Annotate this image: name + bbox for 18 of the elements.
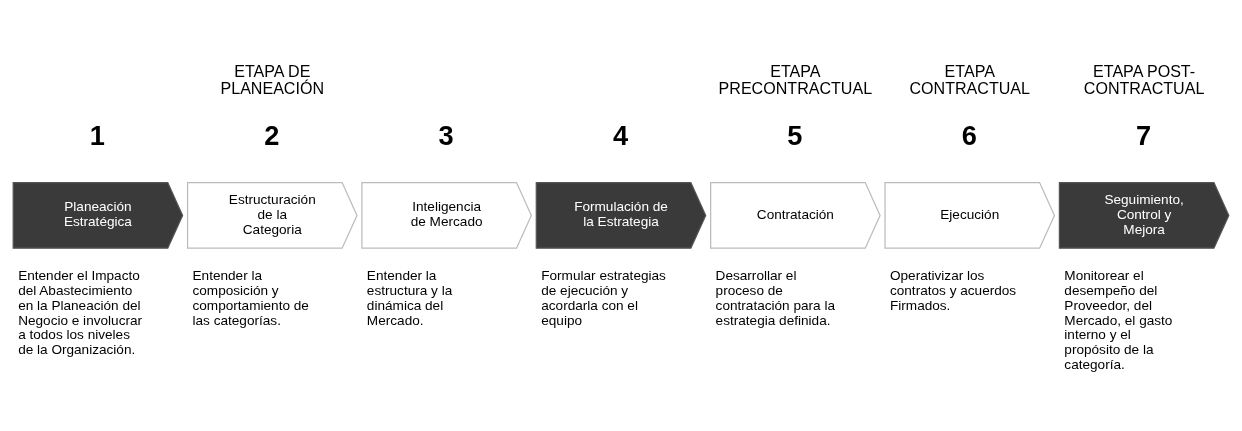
label: ETAPA DE PLANEACIÓN bbox=[220, 61, 325, 97]
node-label: Entender la composición y comportamiento de las categorías. bbox=[192, 267, 309, 328]
node-label: Entender el Impacto del Abastecimiento en la Planeación del Negocio e involucrar a todos los niveles de la Organización. bbox=[18, 267, 143, 357]
node-label: Formular estrategias de ejecución y acordarla con el equipo bbox=[541, 267, 666, 328]
node-label: 1 bbox=[89, 119, 105, 151]
label: ETAPA POST-CONTRACTUAL bbox=[1083, 61, 1205, 97]
node-label: Monitorear el desempeño del Proveedor, del Mercado, el gasto interno y el propósito de la categoría. bbox=[1064, 267, 1173, 372]
node-label: Desarrollar el proceso de contratación para la estrategia definida. bbox=[715, 267, 836, 328]
node-label: Operativizar los contratos y acuerdos Firmados. bbox=[889, 267, 1017, 313]
node-label: 3 bbox=[438, 119, 454, 151]
node-label: 2 bbox=[264, 119, 280, 151]
node-label: 4 bbox=[612, 119, 629, 151]
node-label: 5 bbox=[787, 119, 803, 151]
node-label: Entender la estructura y la dinámica del Mercado. bbox=[366, 267, 453, 328]
node-label: 6 bbox=[961, 119, 977, 151]
label: ETAPA CONTRACTUAL bbox=[909, 61, 1030, 97]
label: ETAPA PRECONTRACTUAL bbox=[718, 61, 873, 97]
node-label: 7 bbox=[1136, 119, 1152, 151]
